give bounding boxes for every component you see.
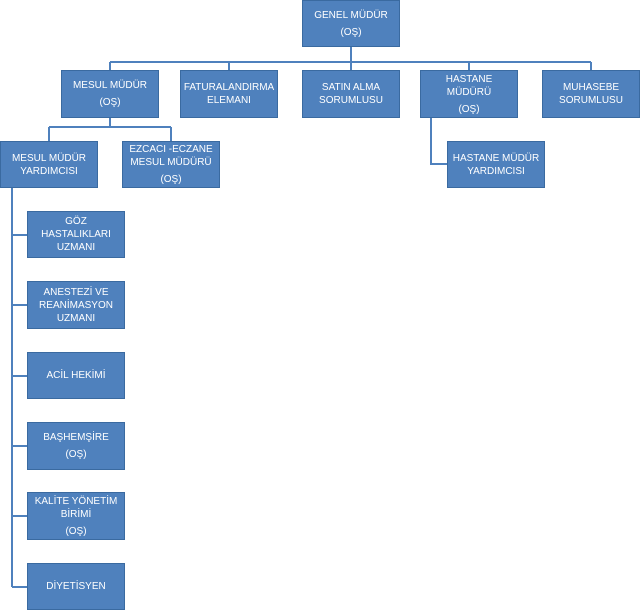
node-title: HASTANE MÜDÜRÜ — [445, 73, 493, 98]
node-title: DİYETİSYEN — [46, 581, 106, 592]
node-bashemsire[interactable]: BAŞHEMŞİRE (OŞ) — [27, 422, 125, 470]
node-title: SATIN ALMA SORUMLUSU — [319, 82, 383, 106]
node-title: EZCACI -ECZANE MESUL MÜDÜRÜ — [129, 144, 213, 168]
node-mesul-mudur-yardimcisi[interactable]: MESUL MÜDÜR YARDIMCISI — [0, 141, 98, 188]
node-goz-hastaliklari[interactable]: GÖZ HASTALIKLARI UZMANI — [27, 211, 125, 258]
node-title: ANESTEZİ VE REANİMASYON UZMANI — [39, 286, 113, 324]
node-faturalandirma[interactable]: FATURALANDIRMA ELEMANI — [180, 70, 278, 118]
node-title: GÖZ HASTALIKLARI UZMANI — [41, 216, 111, 253]
node-title: KALİTE YÖNETİM BİRİMİ — [34, 495, 118, 520]
node-title: GENEL MÜDÜR — [314, 9, 388, 21]
node-mesul-mudur[interactable]: MESUL MÜDÜR (OŞ) — [61, 70, 159, 118]
node-subtitle: (OŞ) — [160, 174, 182, 185]
node-hastane-mudur[interactable]: HASTANE MÜDÜRÜ (OŞ) — [420, 70, 518, 118]
node-title: MESUL MÜDÜR YARDIMCISI — [11, 152, 87, 177]
connector-to-hastane-yardimcisi — [430, 118, 447, 165]
node-hastane-mudur-yardimcisi[interactable]: HASTANE MÜDÜR YARDIMCISI — [447, 141, 545, 188]
node-genel-mudur[interactable]: GENEL MÜDÜR (OŞ) — [302, 0, 400, 47]
node-subtitle: (OŞ) — [99, 97, 121, 108]
node-diyetisyen[interactable]: DİYETİSYEN — [27, 563, 125, 610]
node-anestezi[interactable]: ANESTEZİ VE REANİMASYON UZMANI — [27, 281, 125, 329]
node-kalite-yonetim[interactable]: KALİTE YÖNETİM BİRİMİ (OŞ) — [27, 492, 125, 540]
node-title: FATURALANDIRMA ELEMANI — [183, 82, 275, 106]
node-subtitle: (OŞ) — [458, 103, 480, 115]
node-acil-hekimi[interactable]: ACİL HEKİMİ — [27, 352, 125, 399]
node-title: MESUL MÜDÜR — [72, 80, 148, 91]
node-subtitle: (OŞ) — [65, 449, 87, 460]
node-title: MUHASEBE SORUMLUSU — [559, 82, 623, 106]
node-title: ACİL HEKİMİ — [46, 370, 106, 381]
node-muhasebe[interactable]: MUHASEBE SORUMLUSU — [542, 70, 640, 118]
node-subtitle: (OŞ) — [65, 525, 87, 537]
node-title: BAŞHEMŞİRE — [43, 432, 109, 443]
node-satin-alma[interactable]: SATIN ALMA SORUMLUSU — [302, 70, 400, 118]
node-ezcaci[interactable]: EZCACI -ECZANE MESUL MÜDÜRÜ (OŞ) — [122, 141, 220, 188]
node-title: HASTANE MÜDÜR YARDIMCISI — [452, 152, 540, 177]
node-subtitle: (OŞ) — [340, 26, 362, 38]
